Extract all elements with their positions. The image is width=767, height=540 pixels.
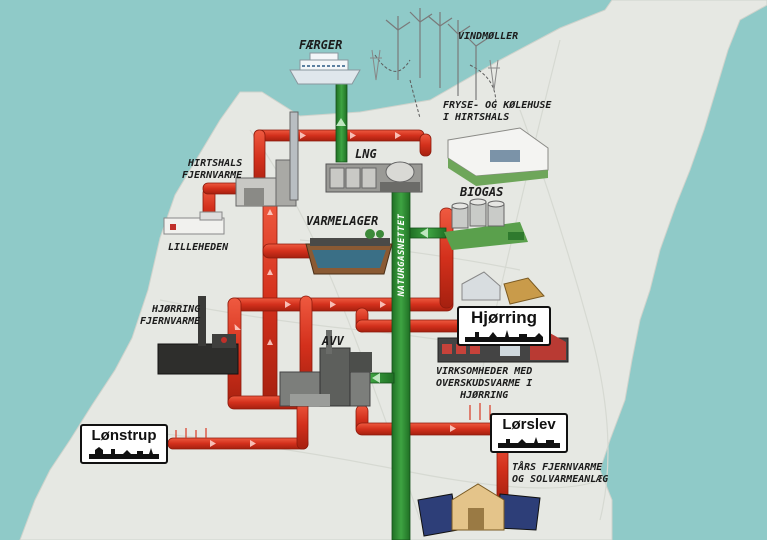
- skyline-icon: [465, 330, 543, 342]
- label-tars: TÅRS FJERNVARME OG SOLVARMEANLÆG: [512, 462, 609, 485]
- lng-terminal-icon: [325, 161, 423, 193]
- town-sign-lonstrup: Lønstrup: [80, 424, 168, 464]
- town-sign-hjorring: Hjørring: [457, 306, 551, 346]
- label-lilleheden: LILLEHEDEN: [168, 242, 229, 253]
- label-hjorring-fjernvarme: HJØRRING FJERNVARME: [140, 304, 201, 327]
- biogas-plant-icon: [444, 198, 528, 250]
- label-hirtshals: HIRTSHALS FJERNVARME: [182, 158, 243, 181]
- label-varmelager: VARMELAGER: [306, 214, 379, 228]
- gas-arrow: [420, 228, 428, 238]
- label-vindmoller: VINDMØLLER: [458, 31, 519, 42]
- hirtshals-plant-icon: [235, 111, 299, 207]
- gas-arrow: [372, 373, 380, 383]
- town-name-lonstrup: Lønstrup: [91, 427, 157, 444]
- gas-network-label-wrap: NATURGASNETTET: [393, 200, 411, 310]
- lilleheden-icon: [163, 211, 225, 235]
- gas-arrow: [336, 118, 346, 126]
- wind-turbines: [385, 8, 489, 100]
- flow-arrows: [210, 132, 456, 447]
- label-naturgasnettet: NATURGASNETTET: [397, 213, 407, 297]
- town-sign-lorslev: Lørslev: [490, 413, 568, 453]
- label-avv: AVV: [322, 334, 344, 348]
- heat-storage-icon: [305, 229, 393, 275]
- label-virksomheder: VIRKSOMHEDER MED OVERSKUDSVARME I HJØRRI…: [436, 366, 533, 401]
- town-name-hjorring: Hjørring: [470, 308, 538, 327]
- skyline-icon: [498, 437, 560, 448]
- label-biogas: BIOGAS: [460, 185, 504, 199]
- skyline-icon: [89, 447, 159, 459]
- label-fryse: FRYSE- OG KØLEHUSE I HIRTSHALS: [443, 100, 552, 123]
- label-faerger: FÆRGER: [299, 38, 343, 52]
- avv-plant-icon: [279, 330, 372, 407]
- pylons: [370, 49, 500, 91]
- lonstrup-heat-marks: [175, 403, 491, 438]
- town-name-lorslev: Lørslev: [502, 416, 556, 433]
- tars-solar-icon: [417, 483, 541, 537]
- cold-storage-icon: [447, 127, 549, 186]
- ferry-icon: [289, 52, 361, 85]
- label-lng: LNG: [355, 147, 377, 161]
- hjorring-plant-icon: [157, 296, 239, 375]
